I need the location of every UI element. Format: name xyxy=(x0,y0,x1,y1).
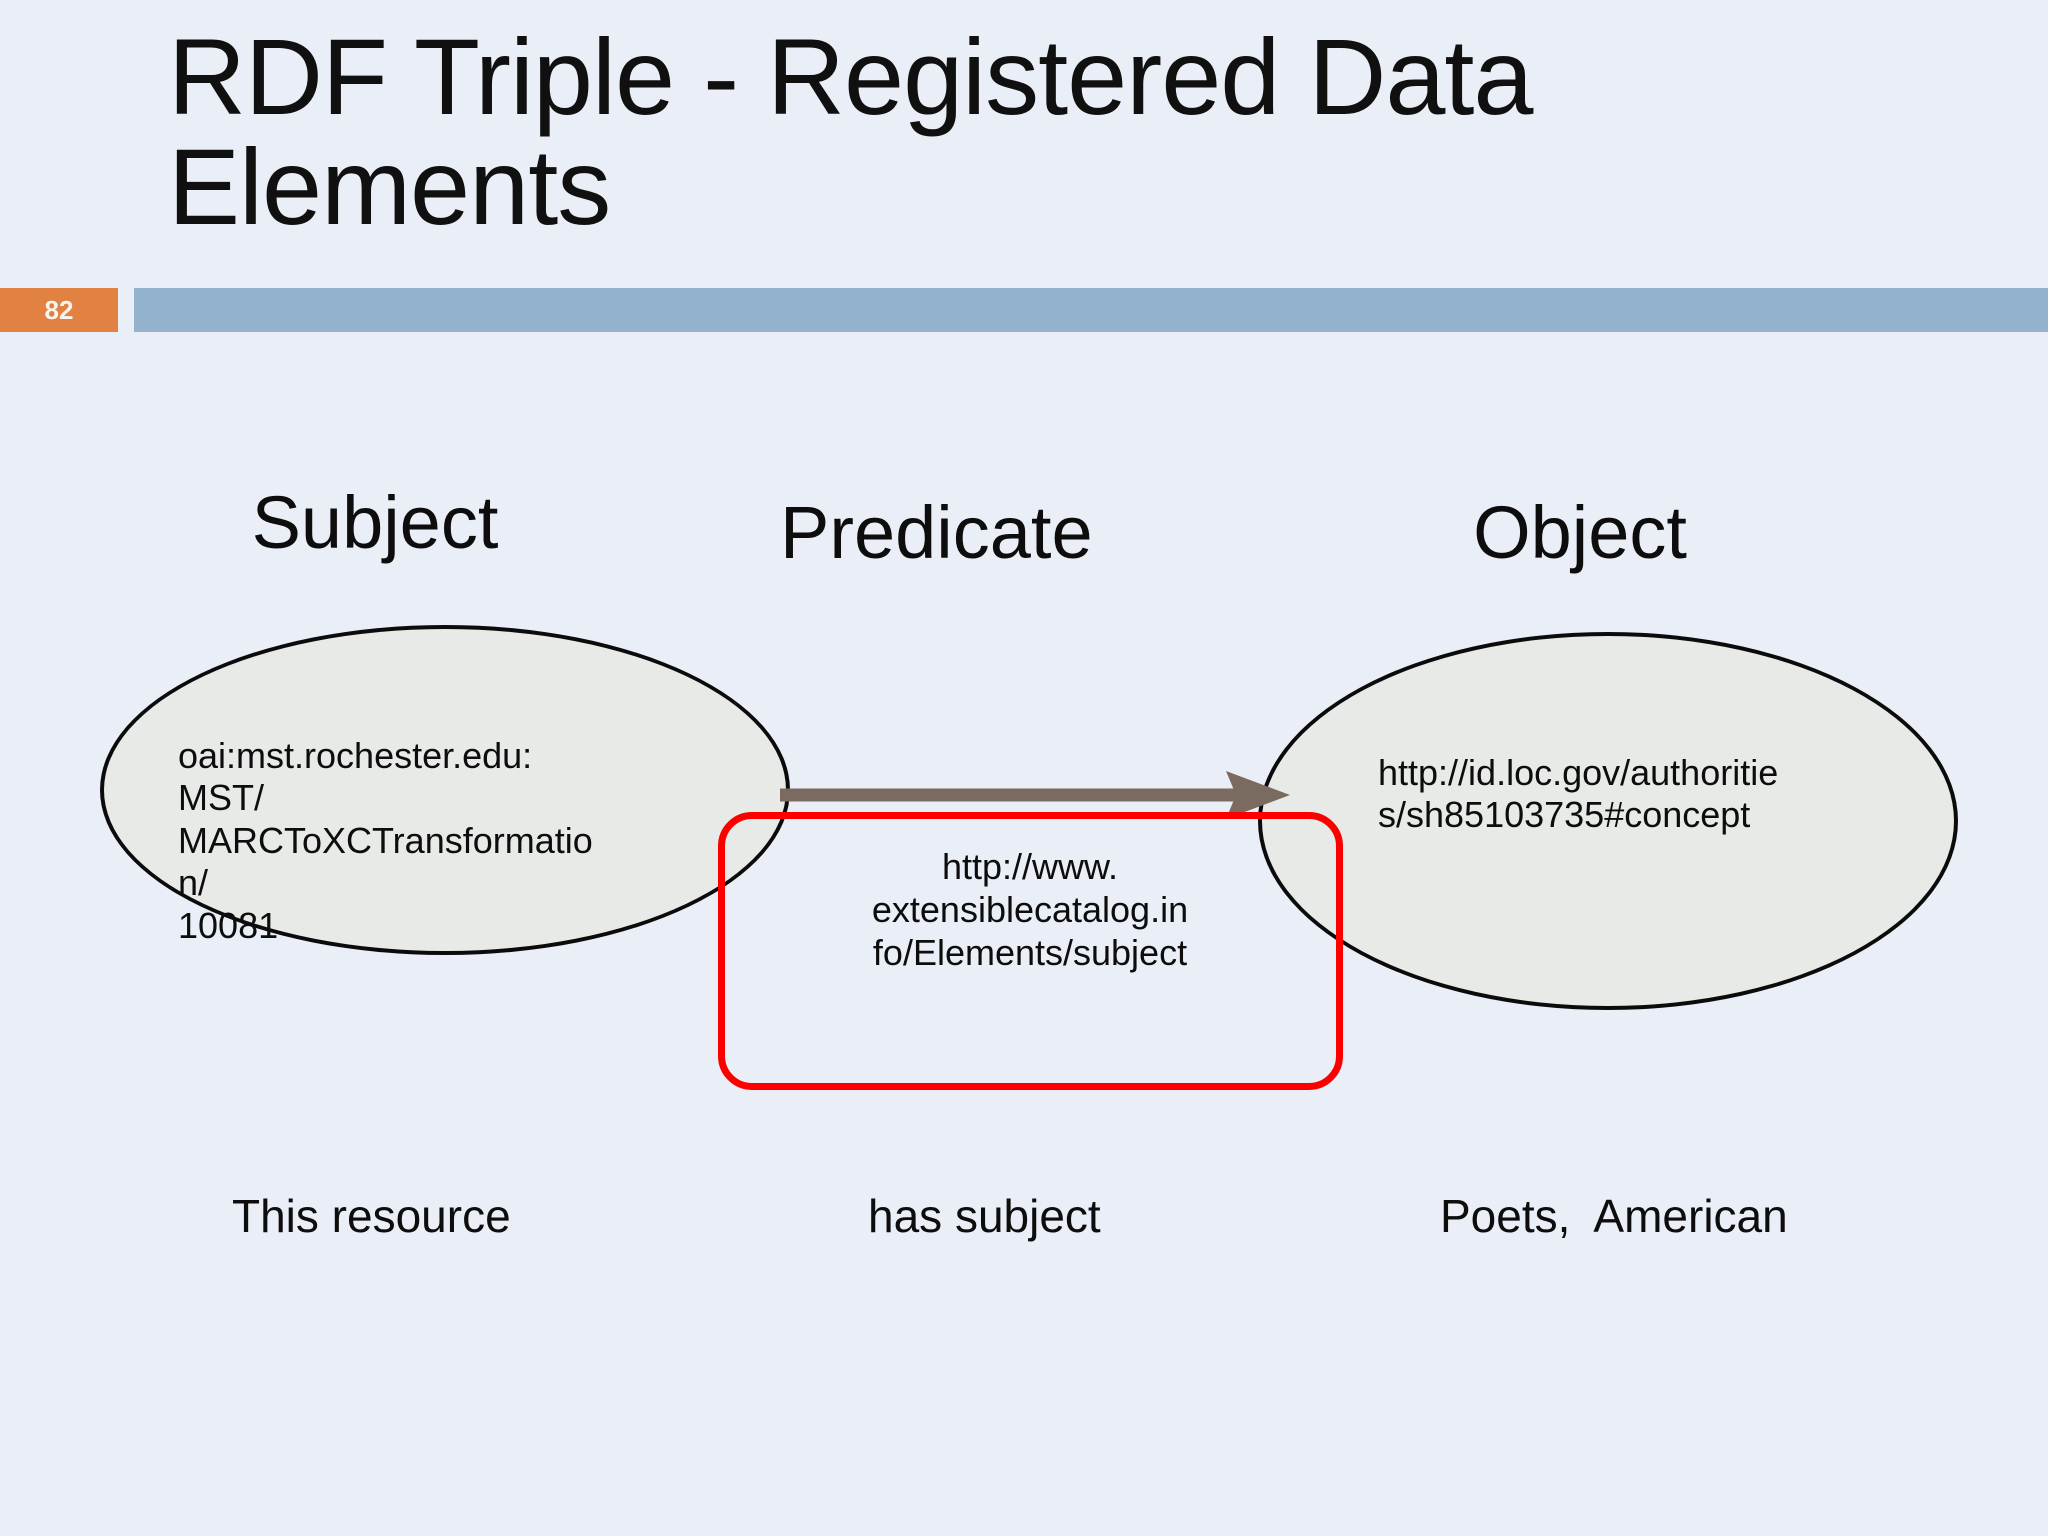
subject-node-ellipse xyxy=(100,625,790,955)
header-accent-bar xyxy=(134,288,2048,332)
caption-object: Object xyxy=(1473,491,1687,574)
object-node-ellipse xyxy=(1258,632,1958,1010)
gloss-object: Poets, American xyxy=(1440,1190,1788,1242)
header-rule: 82 xyxy=(0,288,2048,332)
page-number-badge: 82 xyxy=(0,288,118,332)
caption-predicate: Predicate xyxy=(780,491,1093,574)
page-title: RDF Triple - Registered Data Elements xyxy=(168,16,1562,248)
caption-subject: Subject xyxy=(251,481,499,564)
title-block: RDF Triple - Registered Data Elements xyxy=(168,16,1728,248)
predicate-highlight-box xyxy=(718,812,1343,1090)
gloss-predicate: has subject xyxy=(868,1190,1101,1242)
subject-uri-text: oai:mst.rochester.edu: MST/ MARCToXCTran… xyxy=(178,735,593,946)
predicate-arrow-icon xyxy=(780,771,1290,819)
object-uri-text: http://id.loc.gov/authoritie s/sh8510373… xyxy=(1378,752,1779,836)
gloss-subject: This resource xyxy=(232,1190,511,1242)
predicate-uri-text: http://www. extensiblecatalog.in fo/Elem… xyxy=(871,846,1189,974)
